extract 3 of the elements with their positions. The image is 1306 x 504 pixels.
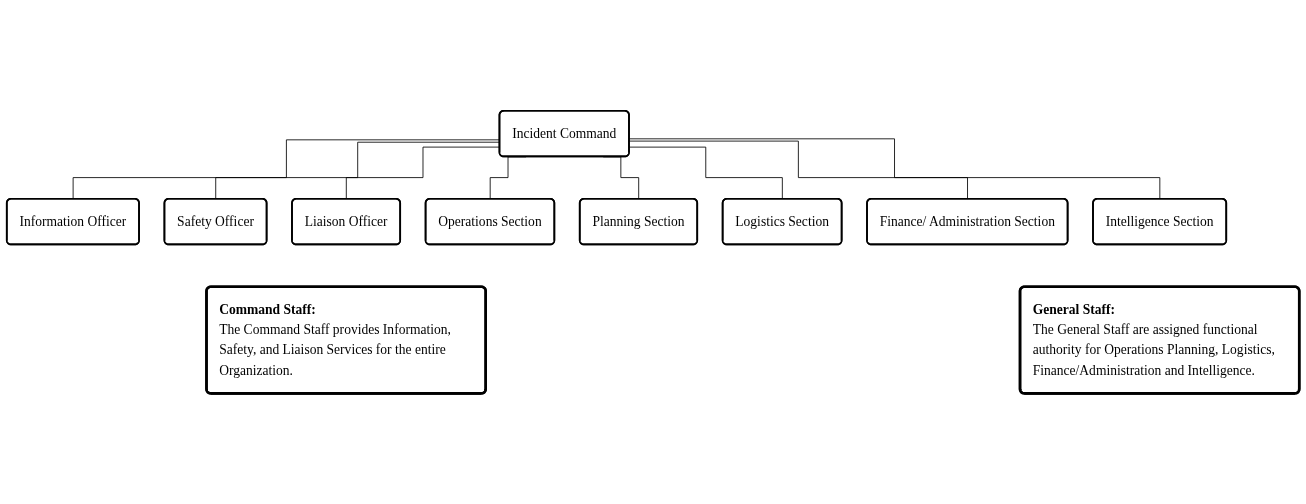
- connector: [629, 138, 1161, 200]
- connector: [629, 140, 969, 200]
- connector: [629, 146, 783, 200]
